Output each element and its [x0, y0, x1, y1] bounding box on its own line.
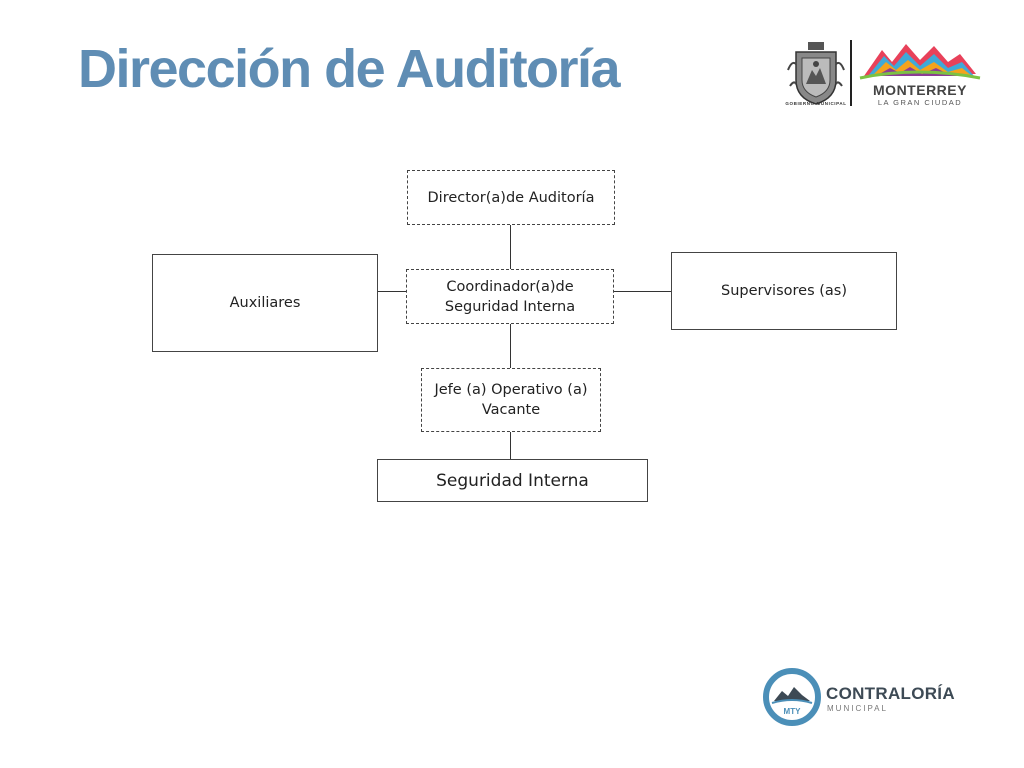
coat-of-arms-logo: [787, 42, 845, 105]
connector-operative-bottom: [510, 432, 511, 459]
coordinator-label-line1: Coordinador(a)de: [446, 278, 574, 295]
coordinator-node: Coordinador(a)de Seguridad Interna: [406, 269, 614, 324]
coordinator-label-line2: Seguridad Interna: [444, 298, 576, 315]
left-unit-node: Auxiliares: [152, 254, 378, 352]
operative-label-line1: Jefe (a) Operativo (a): [434, 382, 588, 398]
connector-left-unit: [378, 291, 406, 292]
brand-tagline: LA GRAN CIUDAD: [877, 98, 963, 107]
monterrey-mountain-logo: [859, 44, 981, 80]
operative-label-line2: Vacante: [481, 402, 541, 418]
right-unit-label: Supervisores (as): [721, 283, 847, 299]
left-unit-label: Auxiliares: [229, 295, 301, 311]
logo-caption: GOBIERNO MUNICIPAL: [785, 101, 847, 106]
connector-right-unit: [614, 291, 671, 292]
director-label: Director(a)de Auditoría: [427, 189, 595, 206]
contraloria-name: CONTRALORÍA: [826, 684, 955, 703]
bottom-unit-label: Seguridad Interna: [436, 470, 589, 491]
connector-director-coordinator: [510, 225, 511, 269]
right-unit-node: Supervisores (as): [671, 252, 897, 330]
badge-text: MTY: [784, 707, 802, 716]
logo-divider: [850, 40, 852, 106]
director-node: Director(a)de Auditoría: [407, 170, 615, 225]
operative-node: Jefe (a) Operativo (a) Vacante: [421, 368, 601, 432]
page-title: Dirección de Auditoría: [78, 39, 621, 99]
contraloria-subtitle: MUNICIPAL: [827, 704, 888, 713]
bottom-unit-node: Seguridad Interna: [377, 459, 648, 502]
contraloria-badge-logo: MTY: [763, 668, 821, 726]
brand-name: MONTERREY: [873, 82, 967, 98]
connector-coordinator-operative: [510, 324, 511, 368]
